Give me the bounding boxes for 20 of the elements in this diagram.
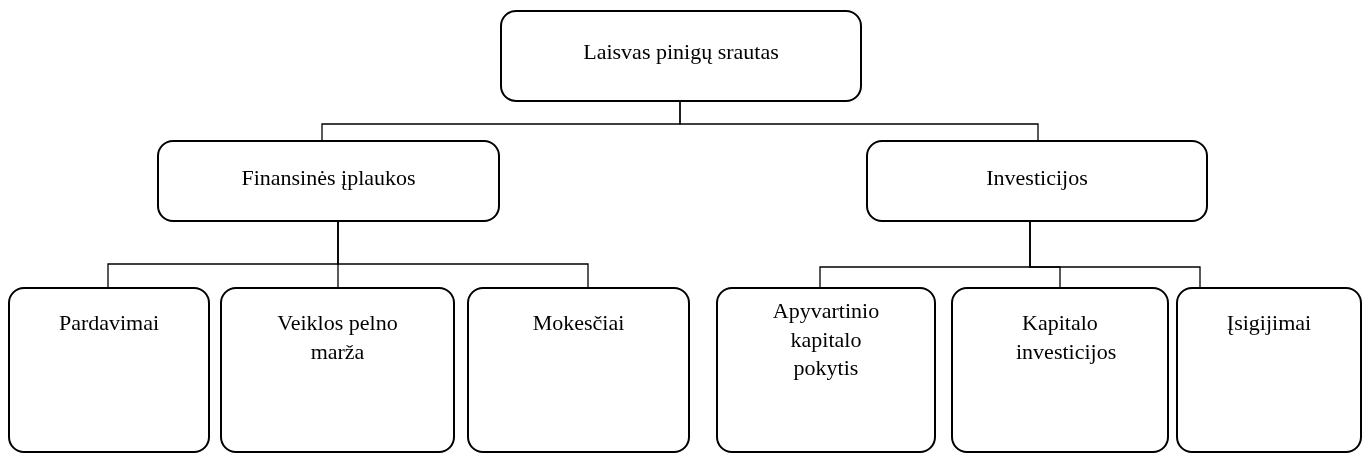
node-label: Laisvas pinigų srautas bbox=[582, 38, 780, 66]
node-label: Mokesčiai bbox=[531, 309, 626, 337]
rounded-box bbox=[467, 287, 690, 453]
node-label: Finansinės įplaukos bbox=[240, 164, 417, 192]
rounded-box bbox=[157, 140, 500, 222]
rounded-box bbox=[500, 10, 862, 102]
rounded-box bbox=[8, 287, 210, 453]
node-label: Įsigijimai bbox=[1225, 309, 1313, 337]
rounded-box bbox=[951, 287, 1169, 453]
rounded-box bbox=[1176, 287, 1362, 453]
rounded-box bbox=[866, 140, 1208, 222]
node-label: Investicijos bbox=[985, 164, 1089, 192]
connector-line bbox=[1029, 221, 1201, 288]
connector-line bbox=[679, 101, 1039, 141]
rounded-box bbox=[220, 287, 455, 453]
node-label: Veiklos pelno marža bbox=[276, 309, 399, 366]
connector-line bbox=[337, 221, 589, 288]
rounded-box bbox=[716, 287, 936, 453]
node-label: Apyvartinio kapitalo pokytis bbox=[771, 297, 881, 383]
node-label: Pardavimai bbox=[57, 309, 161, 337]
